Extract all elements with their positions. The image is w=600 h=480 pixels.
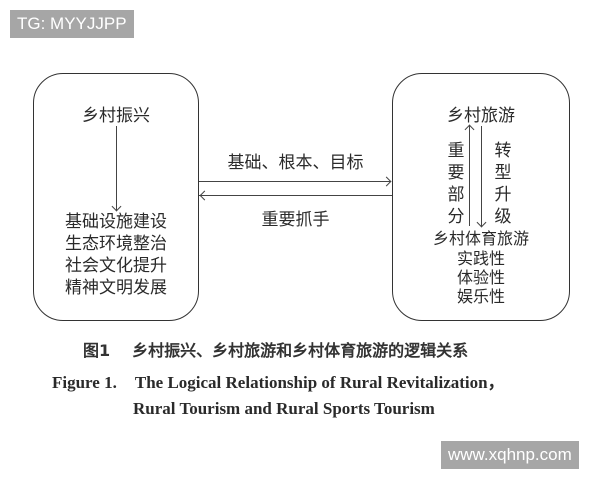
watermark-bottom-right: www.xqhnp.com <box>441 441 579 469</box>
rural-revitalization-items: 基础设施建设 生态环境整治 社会文化提升 精神文明发展 <box>33 211 199 299</box>
down-arrow-line <box>116 126 117 210</box>
list-item: 生态环境整治 <box>65 234 167 254</box>
list-item: 体验性 <box>456 268 505 287</box>
right-arrow-line <box>199 181 391 182</box>
rural-tourism-title: 乡村旅游 <box>447 106 515 126</box>
up-arrow-label: 重要部分 <box>447 141 465 227</box>
caption-zh-label: 图1 <box>83 341 111 360</box>
right-arrow-label: 基础、根本、目标 <box>227 153 364 173</box>
list-item: 娱乐性 <box>456 287 505 306</box>
left-arrow-line <box>199 195 392 196</box>
caption-zh-text: 乡村振兴、乡村旅游和乡村体育旅游的逻辑关系 <box>132 341 469 360</box>
rural-sports-tourism-block: 乡村体育旅游 实践性 体验性 娱乐性 <box>392 229 570 306</box>
caption-zh: 图1 乡村振兴、乡村旅游和乡村体育旅游的逻辑关系 <box>83 337 468 361</box>
down-arrow-line-right <box>481 126 482 226</box>
list-item: 基础设施建设 <box>65 212 167 232</box>
rural-sports-tourism-title: 乡村体育旅游 <box>432 229 529 248</box>
caption-en-text-1: The Logical Relationship of Rural Revita… <box>134 373 505 392</box>
caption-en-label: Figure 1. <box>52 373 117 392</box>
down-arrow-label: 转型升级 <box>494 141 512 227</box>
caption-en-line1: Figure 1. The Logical Relationship of Rur… <box>52 368 505 393</box>
watermark-top-left: TG: MYYJJPP <box>10 10 134 38</box>
list-item: 实践性 <box>456 249 505 268</box>
left-arrow-label: 重要抓手 <box>261 210 330 230</box>
arrow-left-icon <box>199 190 210 201</box>
rural-revitalization-title: 乡村振兴 <box>82 106 150 126</box>
caption-en-line2: Rural Tourism and Rural Sports Tourism <box>133 399 435 418</box>
list-item: 社会文化提升 <box>65 256 167 276</box>
up-arrow-line <box>469 126 470 226</box>
list-item: 精神文明发展 <box>65 278 167 298</box>
arrow-right-icon <box>381 176 392 187</box>
